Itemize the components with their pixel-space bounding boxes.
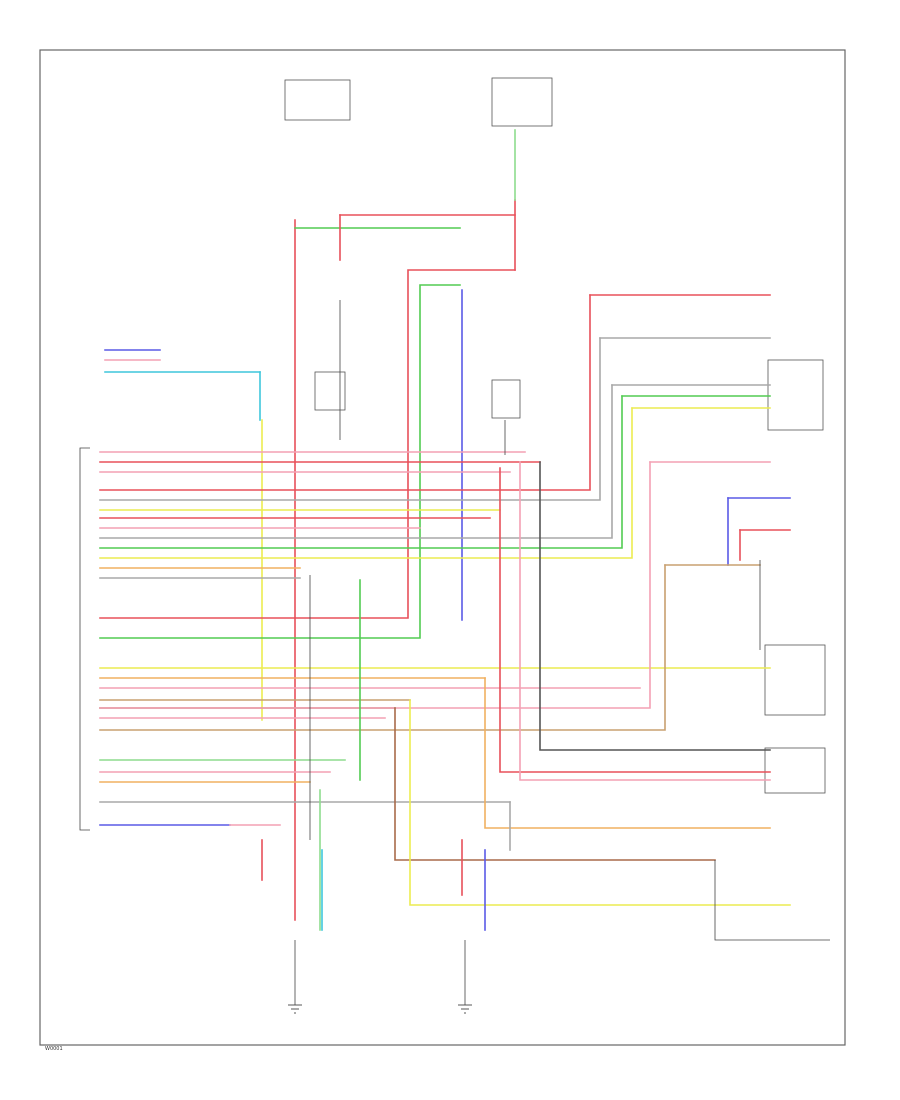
wire-green-down: [99, 395, 623, 549]
wire-pink-lower-right: [519, 461, 771, 781]
wire-tan-bottom-right: [409, 699, 791, 906]
wire-gray-right-drop: [99, 337, 601, 501]
right-belt-connector-box: [491, 379, 521, 419]
wire-gray-down: [99, 384, 613, 539]
wire-tan-right-seat-drop: [99, 564, 666, 731]
ground-symbol-left: [288, 1004, 302, 1014]
wire-red-top-right-drop: [99, 294, 591, 491]
right-fuse-box: [491, 77, 553, 127]
right-upper-assembly: [767, 359, 824, 431]
wire-pink-right-seat-drop: [99, 461, 651, 709]
ground-symbol-right: [458, 1004, 472, 1014]
footer-code: W0001: [45, 1046, 63, 1052]
left-fuse-box: [284, 79, 351, 121]
wire-dark-lower-right: [539, 461, 771, 751]
wire-red-lower-right: [499, 467, 771, 773]
wire-red-inner-loop: [99, 269, 516, 619]
diagram-frame: [39, 49, 846, 1046]
wire-orange-lower-right: [484, 677, 771, 829]
right-seat-assembly-upper: [764, 644, 826, 716]
wire-brown-bottom-right: [394, 707, 716, 861]
wire-yellow-down: [99, 407, 633, 559]
right-seat-frame-lower: [714, 860, 830, 941]
control-unit-bracket: [79, 447, 90, 831]
left-belt-connector-box: [314, 371, 346, 411]
right-seat-assembly-lower: [764, 747, 826, 794]
